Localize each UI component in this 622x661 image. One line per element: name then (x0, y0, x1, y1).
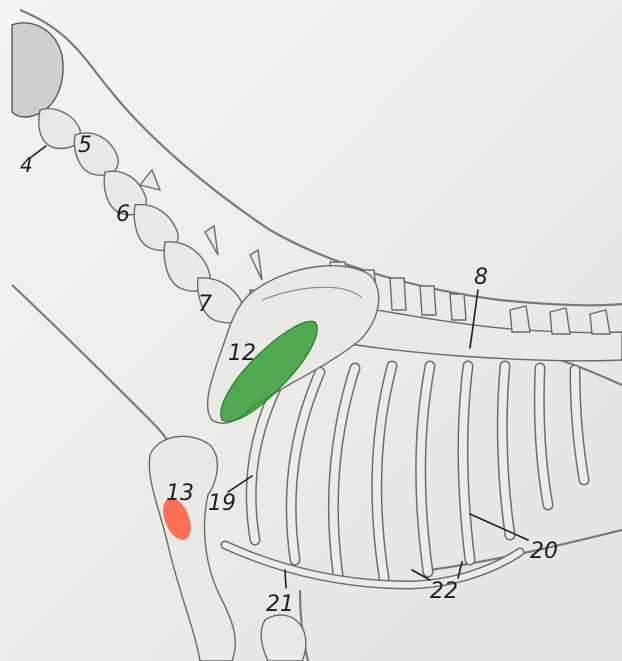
label-5: 5 (78, 133, 92, 158)
label-20: 20 (530, 539, 558, 564)
label-4: 4 (20, 153, 33, 177)
label-7: 7 (198, 292, 212, 317)
leader-21 (285, 570, 286, 588)
label-8: 8 (474, 265, 488, 290)
label-19: 19 (208, 491, 236, 516)
label-12: 12 (228, 341, 256, 366)
label-21: 21 (266, 592, 294, 617)
label-22: 22 (430, 579, 458, 604)
label-6: 6 (116, 202, 130, 227)
label-13: 13 (166, 481, 194, 506)
